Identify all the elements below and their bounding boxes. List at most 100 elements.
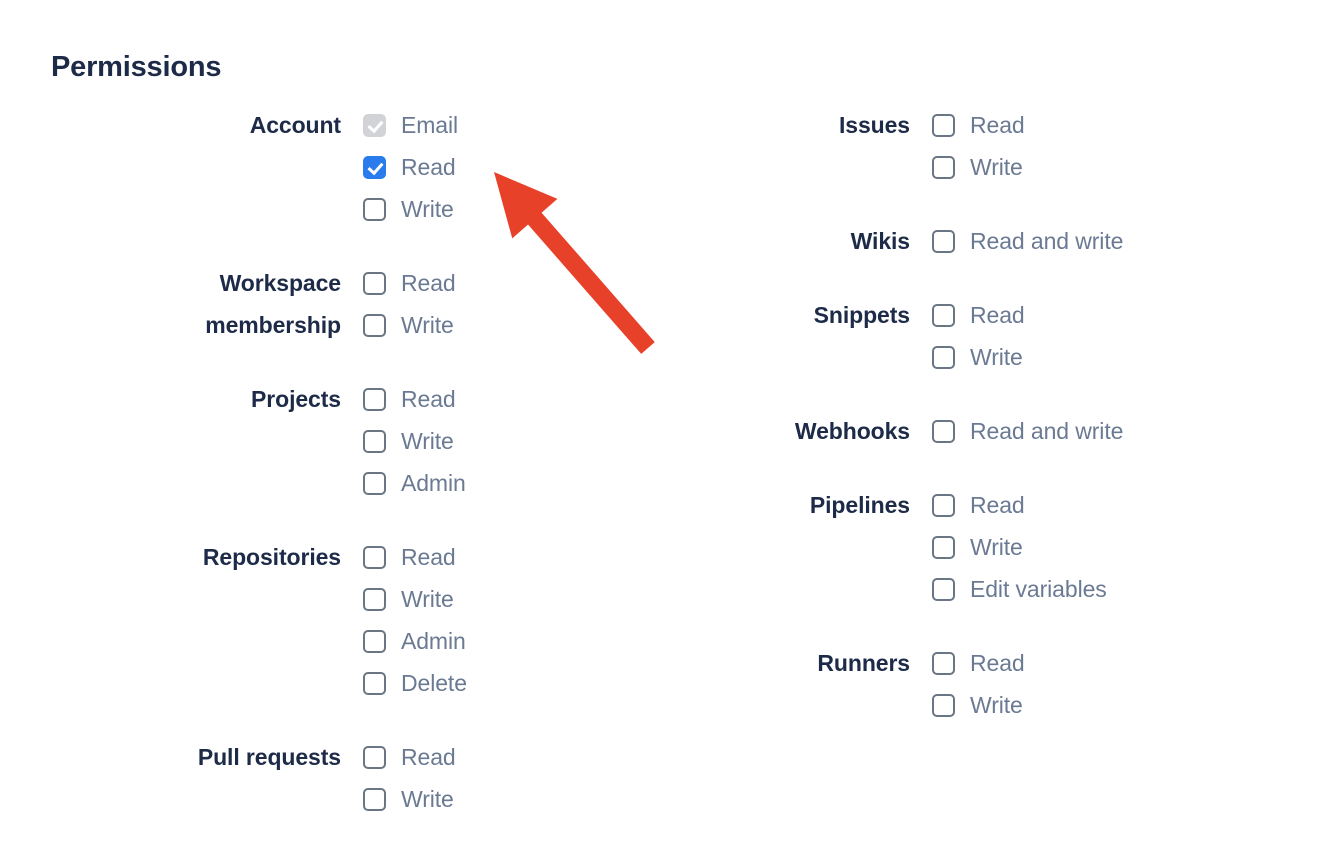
checkbox-projects-admin[interactable] — [363, 471, 386, 495]
permission-group-label: Pipelines — [809, 492, 910, 518]
permission-group-options: Read and write — [932, 220, 1220, 262]
checkbox-wikis-read-and-write[interactable] — [932, 229, 955, 253]
checkbox-pull-requests-write[interactable] — [363, 787, 386, 811]
permission-option-label: Admin — [401, 470, 466, 496]
permission-option-label: Read — [401, 270, 456, 296]
permission-option-row[interactable]: Edit variables — [932, 568, 1220, 610]
permission-option-row[interactable]: Write — [932, 684, 1220, 726]
checkbox-issues-write[interactable] — [932, 155, 955, 179]
checkbox-runners-read[interactable] — [932, 651, 955, 675]
permission-option-label: Write — [401, 786, 454, 812]
permission-option-row[interactable]: Write — [932, 526, 1220, 568]
checkbox-repositories-read[interactable] — [363, 545, 386, 569]
permission-option-label: Read — [401, 154, 456, 180]
permission-option-row[interactable]: Read — [932, 294, 1220, 336]
checkbox-pipelines-read[interactable] — [932, 493, 955, 517]
permission-group-label: Workspace membership — [205, 270, 341, 338]
permission-option-row[interactable]: Admin — [363, 620, 610, 662]
permission-option-label: Read — [401, 386, 456, 412]
permission-option-row[interactable]: Write — [363, 188, 610, 230]
checkbox-webhooks-read-and-write[interactable] — [932, 419, 955, 443]
permission-group-webhooks: Webhooks Read and write — [660, 410, 1220, 452]
permission-option-label: Email — [401, 112, 459, 138]
permission-option-label: Edit variables — [970, 576, 1107, 602]
permission-option-label: Write — [970, 344, 1023, 370]
permission-group-label: Webhooks — [794, 418, 910, 444]
checkbox-account-email — [363, 113, 386, 137]
permission-option-row[interactable]: Admin — [363, 462, 610, 504]
permission-group-label: Account — [249, 112, 341, 138]
permission-option-label: Write — [401, 586, 454, 612]
permission-option-label: Read and write — [970, 418, 1124, 444]
permission-option-row[interactable]: Write — [363, 578, 610, 620]
permission-option-row[interactable]: Read and write — [932, 220, 1220, 262]
checkbox-repositories-delete[interactable] — [363, 671, 386, 695]
checkbox-snippets-write[interactable] — [932, 345, 955, 369]
permission-group-label: Pull requests — [197, 744, 341, 770]
permission-option-row[interactable]: Write — [363, 420, 610, 462]
checkbox-workspace-membership-write[interactable] — [363, 313, 386, 337]
checkbox-pipelines-edit-variables[interactable] — [932, 577, 955, 601]
permission-group-options: Read and write — [932, 410, 1220, 452]
permission-option-row[interactable]: Delete — [363, 662, 610, 704]
permission-option-row[interactable]: Read — [363, 536, 610, 578]
permission-option-label: Write — [970, 154, 1023, 180]
checkbox-runners-write[interactable] — [932, 693, 955, 717]
checkbox-projects-read[interactable] — [363, 387, 386, 411]
permission-option-label: Write — [970, 534, 1023, 560]
permission-option-label: Read — [970, 112, 1025, 138]
permission-option-label: Read — [401, 744, 456, 770]
checkbox-projects-write[interactable] — [363, 429, 386, 453]
permission-option-row[interactable]: Read — [363, 378, 610, 420]
permission-option-row[interactable]: Read — [932, 484, 1220, 526]
permission-option-label: Delete — [401, 670, 467, 696]
permission-option-row[interactable]: Write — [363, 304, 610, 346]
permission-option-label: Write — [401, 312, 454, 338]
permission-group-label: Snippets — [813, 302, 910, 328]
permission-option-label: Write — [401, 196, 454, 222]
permission-option-row[interactable]: Read — [932, 642, 1220, 684]
checkbox-account-read[interactable] — [363, 155, 386, 179]
permission-option-label: Read — [970, 492, 1025, 518]
checkbox-workspace-membership-read[interactable] — [363, 271, 386, 295]
checkbox-repositories-write[interactable] — [363, 587, 386, 611]
permission-group-label: Runners — [817, 650, 910, 676]
permission-option-row[interactable]: Write — [932, 336, 1220, 378]
permission-option-row[interactable]: Email — [363, 104, 610, 146]
checkbox-repositories-admin[interactable] — [363, 629, 386, 653]
checkbox-snippets-read[interactable] — [932, 303, 955, 327]
permission-option-row[interactable]: Write — [932, 146, 1220, 188]
permission-option-row[interactable]: Read — [363, 262, 610, 304]
permission-option-label: Write — [401, 428, 454, 454]
permission-option-row[interactable]: Read — [363, 146, 610, 188]
checkbox-issues-read[interactable] — [932, 113, 955, 137]
permission-group-label: Issues — [838, 112, 910, 138]
permission-option-row[interactable]: Read — [363, 736, 610, 778]
permission-option-row[interactable]: Write — [363, 778, 610, 820]
permission-option-row[interactable]: Read — [932, 104, 1220, 146]
checkbox-account-write[interactable] — [363, 197, 386, 221]
permission-option-label: Write — [970, 692, 1023, 718]
permission-option-row[interactable]: Read and write — [932, 410, 1220, 452]
checkbox-pull-requests-read[interactable] — [363, 745, 386, 769]
page-title: Permissions — [51, 51, 222, 83]
checkbox-pipelines-write[interactable] — [932, 535, 955, 559]
